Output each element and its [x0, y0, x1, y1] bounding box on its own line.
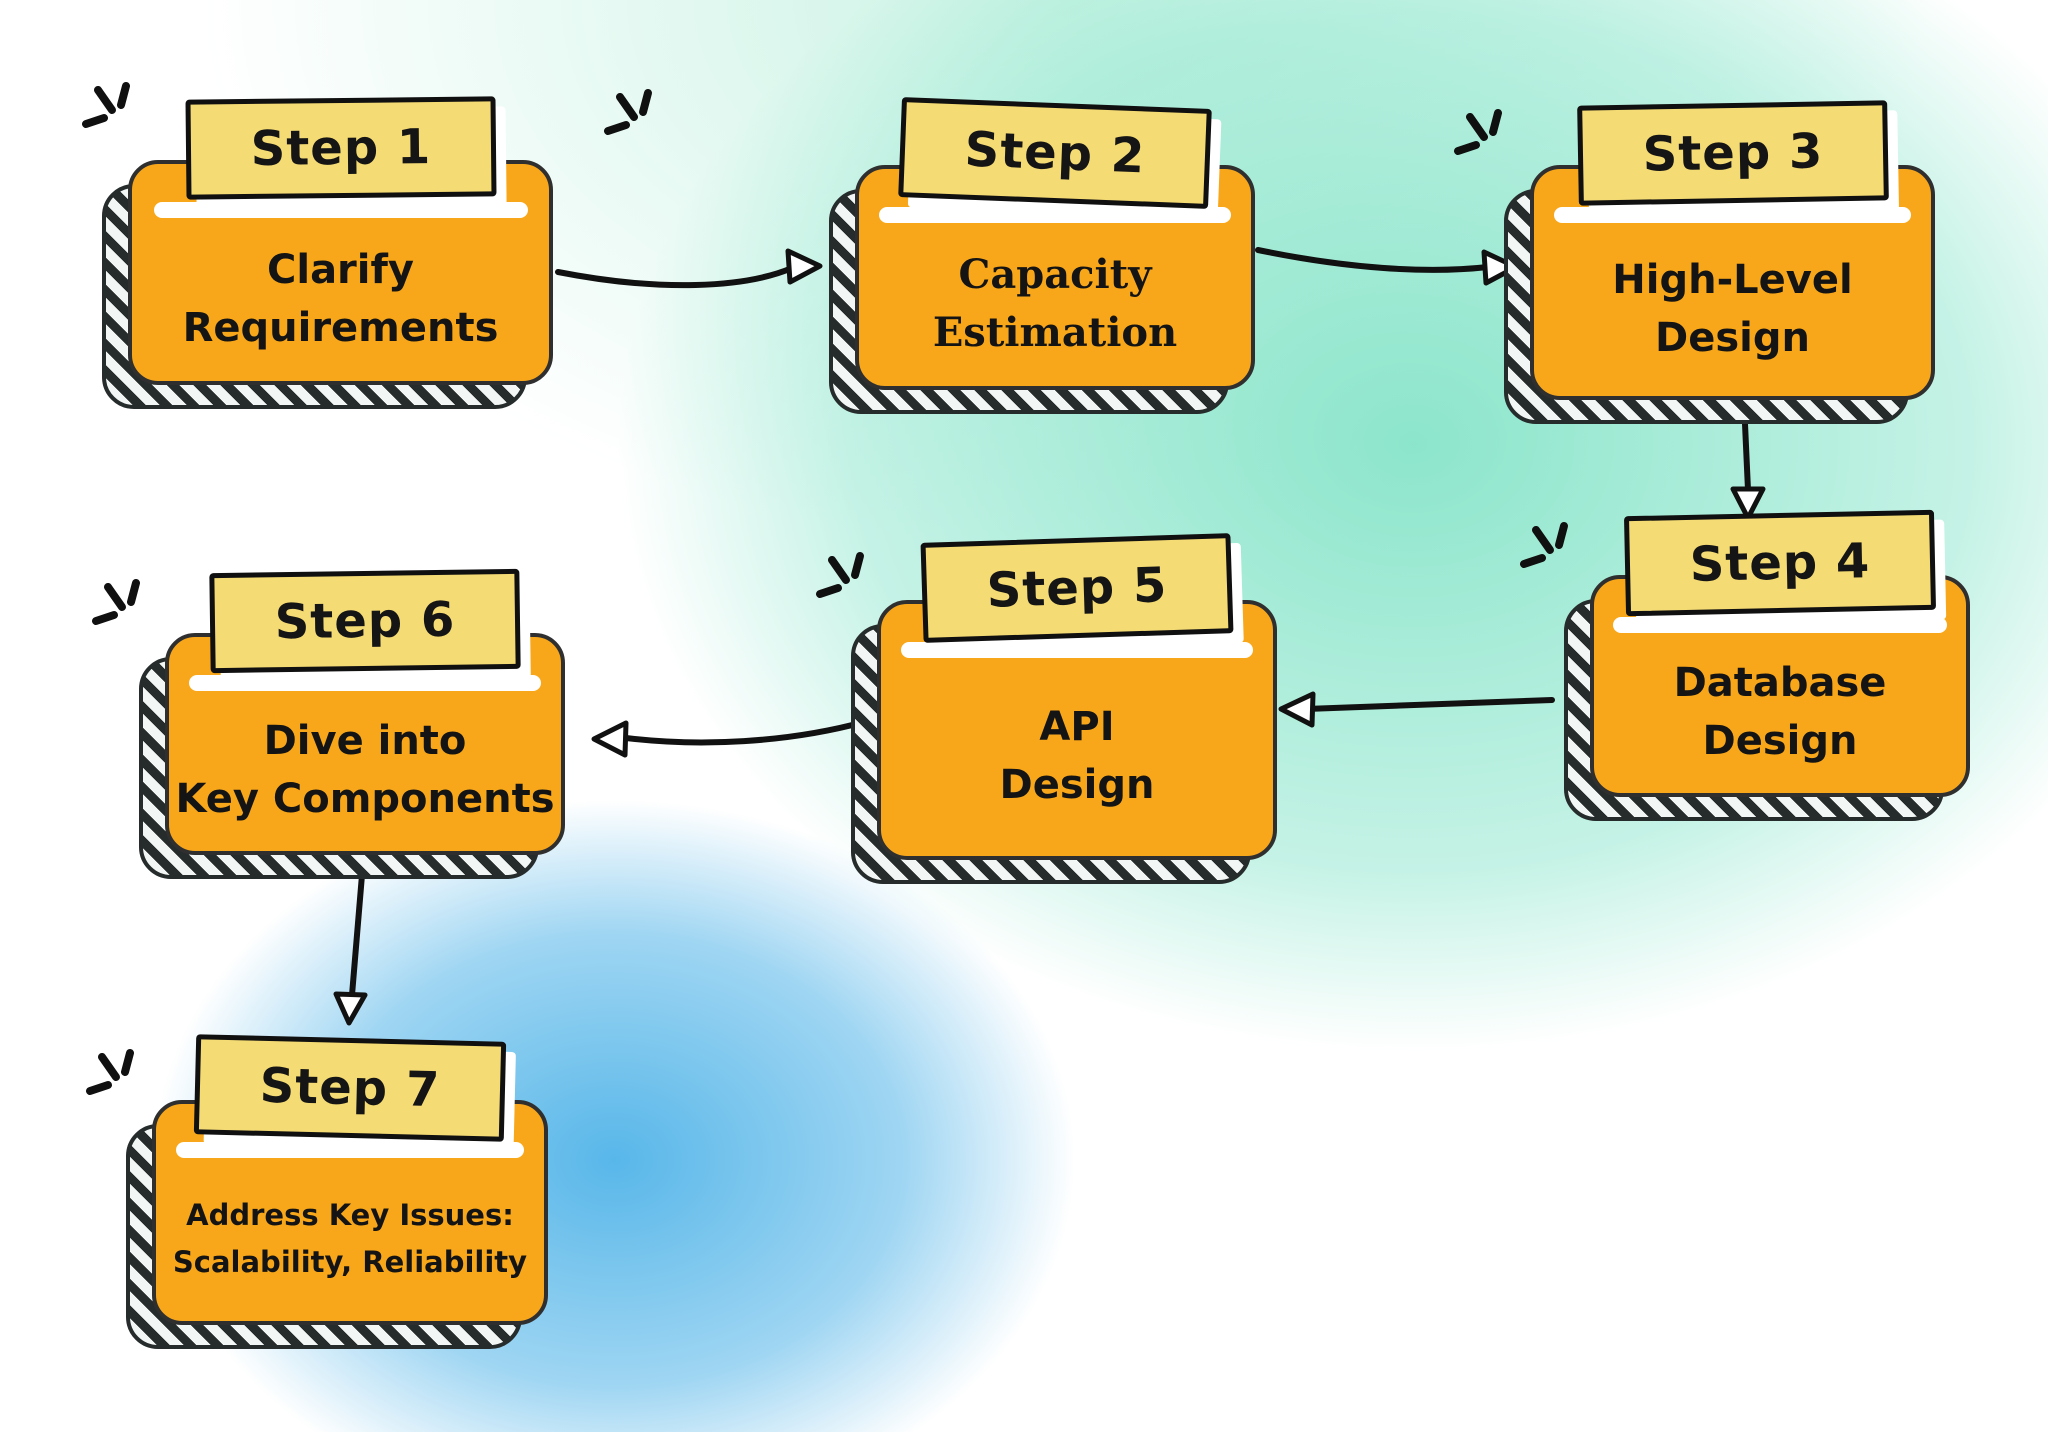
step-card-5: API Design Step 5 — [851, 533, 1277, 884]
highlight-bar — [879, 207, 1231, 223]
step-title-line: Scalability, Reliability — [172, 1244, 528, 1279]
step-card-4: Database Design Step 4 — [1564, 509, 1970, 821]
sparkle-icon — [82, 82, 130, 128]
highlight-bar — [901, 642, 1253, 658]
highlight-bar — [153, 202, 528, 218]
step-card-1: Clarify Requirements Step 1 — [102, 96, 553, 409]
step-label: Step 3 — [1641, 123, 1824, 183]
step-label: Step 2 — [963, 121, 1147, 185]
step-banner: Step 3 — [1576, 100, 1889, 206]
highlight-bar — [175, 1142, 525, 1158]
sparkle-icon — [92, 579, 140, 625]
step-card-7: Address Key Issues: Scalability, Reliabi… — [126, 1034, 548, 1349]
step-title-line: Requirements — [182, 304, 499, 351]
step-card-3: High-Level Design Step 3 — [1504, 100, 1935, 424]
arrow-step4-to-step5 — [1278, 691, 1555, 728]
step-title-line: Database — [1673, 660, 1887, 706]
step-card-2: Capacity Estimation Step 2 — [829, 97, 1255, 414]
arrow-step2-to-step3 — [1255, 247, 1519, 286]
step-label: Step 1 — [249, 119, 432, 177]
arrow-step5-to-step6 — [591, 719, 867, 758]
step-title-line: API — [1039, 704, 1115, 750]
sparkle-icon — [816, 552, 864, 598]
step-banner: Step 6 — [209, 568, 521, 674]
step-label: Step 4 — [1689, 533, 1871, 593]
step-title-line: Clarify — [267, 246, 414, 293]
step-title-line: Key Components — [175, 776, 555, 822]
step-banner: Step 1 — [184, 96, 497, 200]
step-title-line: Estimation — [932, 308, 1178, 356]
arrow-step6-to-step7 — [333, 872, 368, 1026]
step-banner: Step 2 — [898, 97, 1212, 209]
sparkle-icon — [86, 1049, 134, 1095]
step-title-line: Design — [999, 762, 1155, 808]
highlight-bar — [189, 675, 541, 691]
sparkle-icon — [604, 89, 652, 135]
step-label: Step 7 — [259, 1057, 441, 1119]
step-title-line: Address Key Issues: — [186, 1198, 514, 1233]
step-banner: Step 5 — [920, 533, 1234, 643]
step-title-line: Capacity — [958, 250, 1152, 298]
step-title-line: Design — [1655, 314, 1810, 361]
step-title-line: Dive into — [263, 718, 467, 764]
highlight-bar — [1554, 207, 1911, 223]
step-banner: Step 4 — [1623, 509, 1937, 617]
step-body: Clarify Requirements — [128, 160, 553, 385]
arrow-step1-to-step2 — [555, 248, 823, 289]
step-card-6: Dive into Key Components Step 6 — [139, 568, 565, 879]
step-title-line: Design — [1702, 718, 1858, 764]
step-label: Step 6 — [274, 591, 456, 651]
highlight-bar — [1612, 617, 1948, 633]
step-title-line: High-Level — [1612, 256, 1853, 303]
sparkle-icon — [1520, 522, 1568, 568]
sparkle-icon — [1454, 109, 1502, 155]
step-label: Step 5 — [985, 557, 1169, 619]
step-banner: Step 7 — [193, 1034, 507, 1142]
